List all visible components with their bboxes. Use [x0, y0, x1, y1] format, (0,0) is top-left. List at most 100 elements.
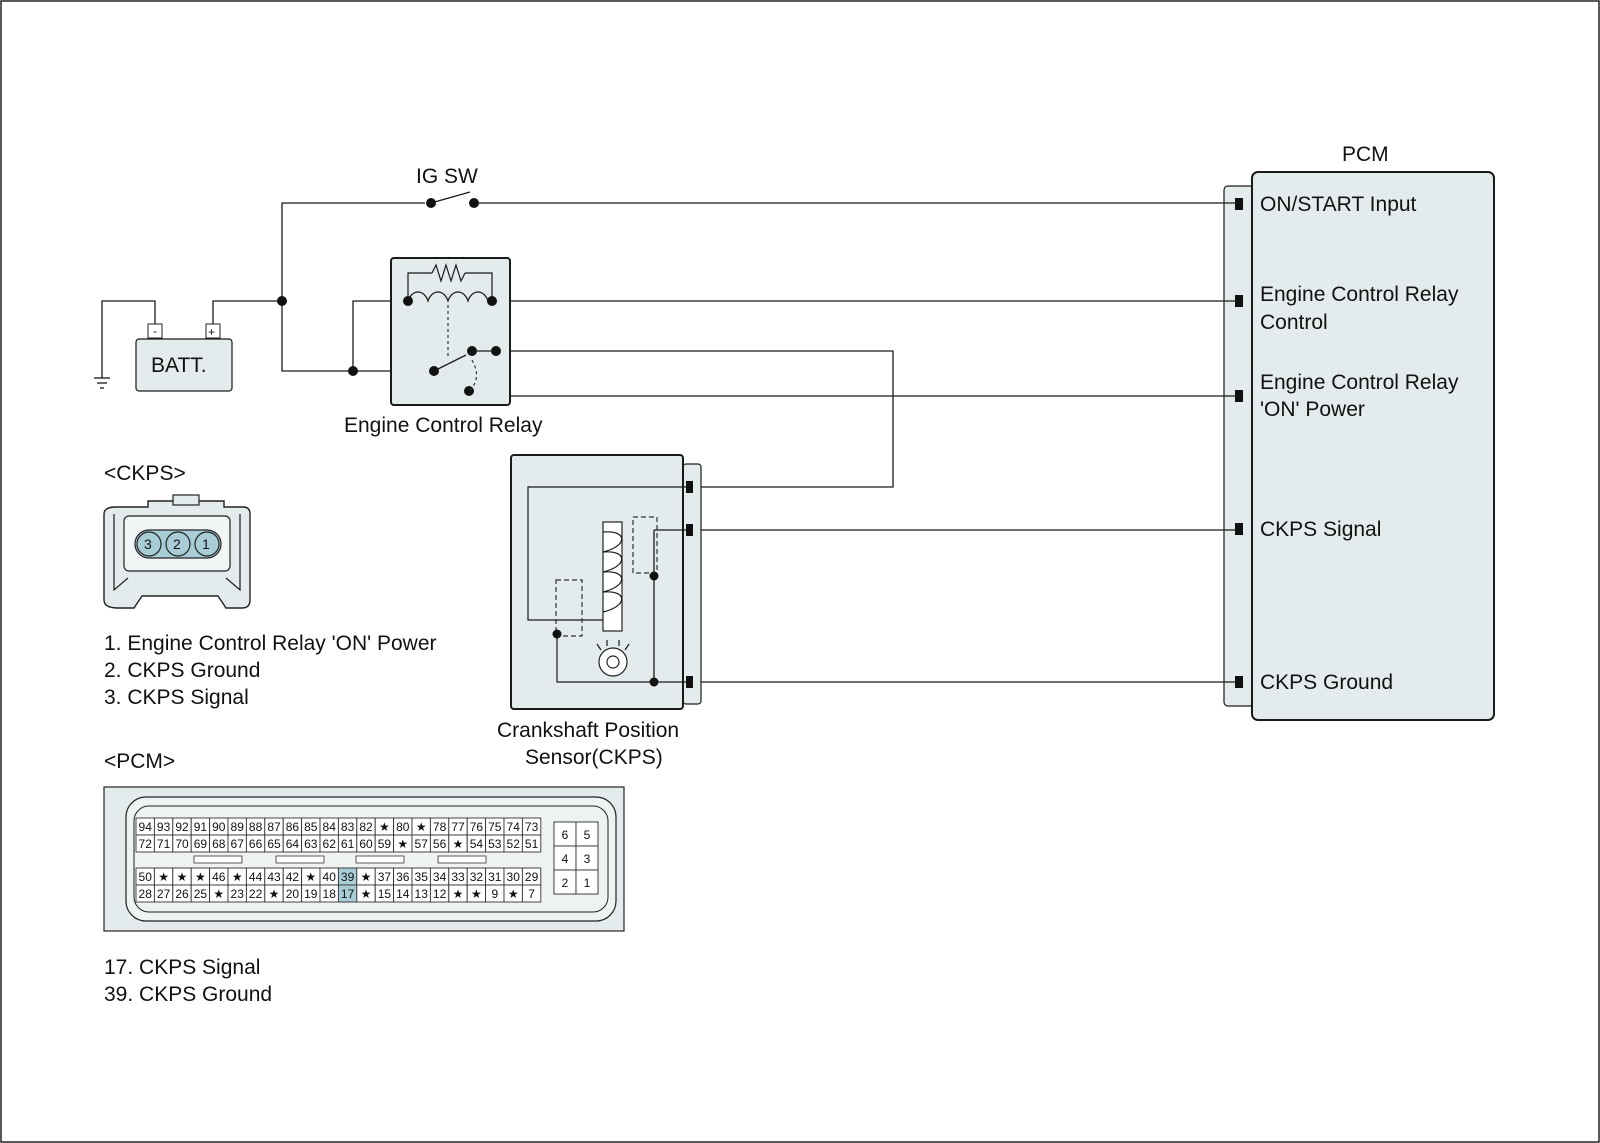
pcm-pin-number: 63	[304, 837, 318, 851]
pcm-terminal	[1235, 295, 1243, 307]
pcm-pin-number: 60	[359, 837, 373, 851]
pcm-pin-number: 33	[451, 870, 465, 884]
ckps-connector-title: <CKPS>	[104, 462, 186, 485]
pcm-pin-number: 23	[231, 887, 245, 901]
ckps-label-line1: Crankshaft Position	[497, 719, 679, 742]
pcm-pin-number: 12	[433, 887, 447, 901]
pcm-terminal	[1235, 390, 1243, 402]
ckps-legend-1: 1. Engine Control Relay 'ON' Power	[104, 632, 437, 655]
pcm-pin-number: 70	[175, 837, 189, 851]
pcm-pin-number: 53	[488, 837, 502, 851]
pcm-pin-relay-on-line1: Engine Control Relay	[1260, 371, 1459, 394]
pcm-pin-unused-star: ★	[361, 887, 372, 901]
pcm-pin-number: 90	[212, 820, 226, 834]
pcm-pin-unused-star: ★	[213, 887, 224, 901]
pcm-pin-unused-star: ★	[361, 870, 372, 884]
pcm-pin-number: 56	[433, 837, 447, 851]
pcm-pin-number: 75	[488, 820, 502, 834]
ground-symbol	[94, 300, 156, 389]
pcm-connector-title: <PCM>	[104, 750, 175, 773]
ckps-pin-2: 2	[173, 536, 181, 552]
wiring	[212, 202, 1235, 683]
pcm-pin-number: 27	[157, 887, 171, 901]
pcm-pin-number: 43	[267, 870, 281, 884]
pcm-title: PCM	[1342, 143, 1389, 166]
ckps-pin-3: 3	[144, 536, 152, 552]
pcm-pin-number: 22	[249, 887, 263, 901]
pcm-pin-unused-star: ★	[397, 837, 408, 851]
pcm-pin-number: 50	[139, 870, 153, 884]
relay-label: Engine Control Relay	[344, 414, 543, 437]
pcm-legend-2: 39. CKPS Ground	[104, 983, 272, 1006]
ckps-legend-3: 3. CKPS Signal	[104, 686, 249, 709]
pcm-pin-number: 46	[212, 870, 226, 884]
pcm-aux-pin-number: 6	[562, 828, 569, 842]
pcm-pin-number: 68	[212, 837, 226, 851]
ckps-connector-view: <CKPS> 3 2 1 1. Engine Control Relay 'ON…	[103, 462, 437, 709]
pcm-pin-number: 29	[525, 870, 539, 884]
pcm-pin-number: 62	[323, 837, 337, 851]
pcm-pin-number: 72	[139, 837, 153, 851]
pcm-pin-unused-star: ★	[195, 870, 206, 884]
pcm-pin-number: 44	[249, 870, 263, 884]
pcm-pin-number: 31	[488, 870, 502, 884]
pcm-aux-pin-number: 5	[584, 828, 591, 842]
pcm-aux-pin-number: 1	[584, 876, 591, 890]
ckps-legend-2: 2. CKPS Ground	[104, 659, 260, 682]
ignition-switch: IG SW	[416, 165, 479, 208]
pcm-pin-number: 15	[378, 887, 392, 901]
pcm-pin-number: 64	[286, 837, 300, 851]
pcm-terminal	[1235, 198, 1243, 210]
pcm-pin-number: 84	[323, 820, 337, 834]
pcm-pin-number: 78	[433, 820, 447, 834]
pcm-pin-number: 86	[286, 820, 300, 834]
pcm-pin-number: 32	[470, 870, 484, 884]
pcm-pin-number: 26	[175, 887, 189, 901]
pcm-pin-number: 51	[525, 837, 539, 851]
battery-plus: +	[208, 325, 215, 339]
pcm-pin-number: 73	[525, 820, 539, 834]
pcm-pin-cell	[521, 884, 542, 903]
pcm-pin-number: 88	[249, 820, 263, 834]
pcm-pin-ckps-ground: CKPS Ground	[1260, 671, 1393, 694]
pcm-pin-number: 36	[396, 870, 410, 884]
pcm-pin-relay-control-line1: Engine Control Relay	[1260, 283, 1459, 306]
pcm-pin-number: 87	[267, 820, 281, 834]
pcm-pin-number: 94	[139, 820, 153, 834]
pcm-pin-number: 13	[415, 887, 429, 901]
pcm-pin-number: 34	[433, 870, 447, 884]
pcm-pin-number: 69	[194, 837, 208, 851]
pcm-pin-number: 77	[451, 820, 465, 834]
pcm-pin-unused-star: ★	[305, 870, 316, 884]
pcm-pin-unused-star: ★	[416, 820, 427, 834]
pcm-pin-number: 40	[323, 870, 337, 884]
pcm-aux-pin-cell	[575, 869, 599, 895]
pcm-pin-number: 57	[415, 837, 429, 851]
pcm-pin-cell	[521, 834, 542, 853]
pcm-pin-number: 37	[378, 870, 392, 884]
pcm-pin-number: 18	[323, 887, 337, 901]
pcm-pin-unused-star: ★	[177, 870, 188, 884]
pcm-pin-number: 80	[396, 820, 410, 834]
ckps-sensor: Crankshaft Position Sensor(CKPS)	[497, 454, 702, 769]
pcm-pin-number: 35	[415, 870, 429, 884]
pcm-aux-pin-number: 2	[562, 876, 569, 890]
pcm-pin-number: 52	[507, 837, 521, 851]
pcm-pin-number: 14	[396, 887, 410, 901]
pcm-pin-number: 28	[139, 887, 153, 901]
pcm-terminal	[1235, 676, 1243, 688]
pcm-aux-pin-block: 6 5 4 3 2 1	[553, 821, 599, 895]
pcm-pin-number: 66	[249, 837, 263, 851]
pcm-pin-number: 17	[341, 887, 355, 901]
pcm-pin-number: 71	[157, 837, 171, 851]
pcm-pin-number: 82	[359, 820, 373, 834]
pcm-aux-pin-number: 3	[584, 852, 591, 866]
pcm-pin-number: 61	[341, 837, 355, 851]
pcm-aux-pin-number: 4	[562, 852, 569, 866]
engine-control-relay: Engine Control Relay	[344, 257, 543, 437]
pcm-pin-unused-star: ★	[232, 870, 243, 884]
